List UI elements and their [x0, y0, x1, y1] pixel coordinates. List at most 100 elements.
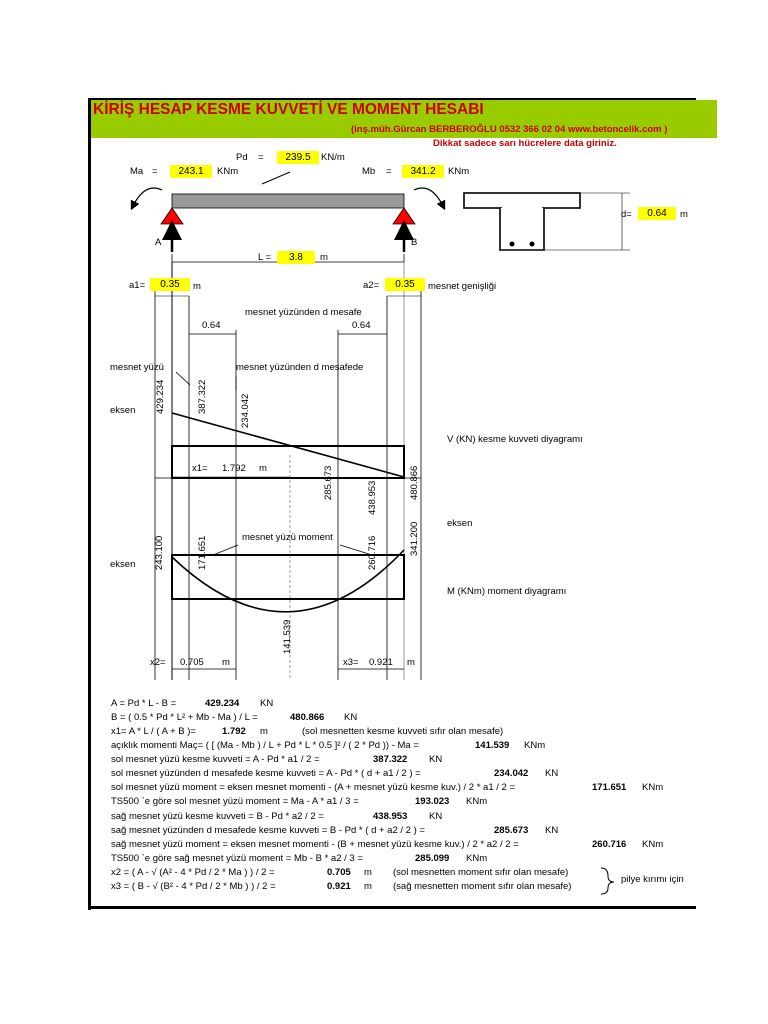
d-left-value: 0.64: [202, 320, 221, 331]
shear-face-left-value: 387.322: [197, 379, 208, 414]
a1-unit: m: [193, 281, 201, 292]
ma-label: Ma: [130, 166, 144, 177]
calc-value: 285.099: [415, 853, 450, 864]
calc-unit: KNm: [642, 839, 664, 850]
calc-value: 171.651: [592, 782, 627, 793]
support-face-label: mesnet yüzü: [110, 362, 164, 373]
calc-unit: m: [260, 726, 268, 737]
calc-unit: m: [364, 881, 372, 892]
author-line: (inş.müh.Gürcan BERBEROĞLU 0532 366 02 0…: [351, 124, 668, 135]
x1-value: 1.792: [222, 463, 246, 474]
l-input[interactable]: 3.8: [277, 251, 315, 264]
calc-unit: KN: [344, 712, 358, 723]
moment-axis-label-right: eksen: [447, 518, 473, 529]
calc-value: 193.023: [415, 796, 450, 807]
calc-formula: x2 = ( A - √ (A² - 4 * Pd / 2 * Ma ) ) /…: [111, 867, 275, 878]
calc-formula: sağ mesnet yüzü kesme kuvveti = B - Pd *…: [111, 811, 324, 822]
mb-input[interactable]: 341.2: [402, 165, 444, 178]
d-input[interactable]: 0.64: [638, 207, 676, 220]
x2-value: 0.705: [180, 657, 204, 668]
calc-unit: KN: [545, 768, 559, 779]
shear-b-value: 480.866: [409, 465, 420, 500]
calc-unit: KNm: [524, 740, 546, 751]
moment-span-value: 141.539: [282, 619, 293, 654]
at-d-label: mesnet yüzünden d mesafede: [236, 362, 364, 373]
shear-title: V (KN) kesme kuvveti diyagramı: [447, 434, 583, 445]
calc-unit: KN: [429, 754, 443, 765]
x1-label: x1=: [192, 463, 208, 474]
moment-face-right-value: 260.716: [367, 535, 378, 570]
calc-formula: A = Pd * L - B =: [111, 698, 177, 709]
ma-arc: [130, 187, 163, 211]
mb-unit: KNm: [448, 166, 470, 177]
calc-formula: TS500 `e göre sol mesnet yüzü moment = M…: [111, 796, 359, 807]
l-label: L =: [258, 252, 272, 263]
pd-unit: KN/m: [321, 152, 345, 163]
pilye-brace: [600, 867, 615, 895]
calc-unit: m: [364, 867, 372, 878]
calc-unit: KNm: [466, 853, 488, 864]
pd-equals: =: [258, 152, 264, 163]
calc-unit: KNm: [642, 782, 664, 793]
d-label: d=: [621, 209, 632, 220]
title-bar: [91, 100, 717, 138]
a2-unit: mesnet genişliği: [428, 281, 497, 292]
calc-unit: KN: [260, 698, 274, 709]
l-unit: m: [320, 252, 328, 263]
pilye-note: pilye kırımı için: [621, 874, 684, 885]
pd-input[interactable]: 239.5: [277, 151, 319, 164]
calc-formula: x1= A * L / ( A + B )=: [111, 726, 196, 737]
calc-comment: (sol mesnetten moment sıfır olan mesafe): [393, 867, 569, 878]
moment-face-left-value: 171.651: [197, 535, 208, 570]
calc-formula: sol mesnet yüzünden d mesafede kesme kuv…: [111, 768, 421, 779]
calc-value: 438.953: [373, 811, 408, 822]
moment-axis-label-left: eksen: [110, 559, 136, 570]
shear-face-right-value: 438.953: [367, 480, 378, 515]
x2-unit: m: [222, 657, 230, 668]
mb-equals: =: [386, 166, 392, 177]
x3-value: 0.921: [369, 657, 393, 668]
calc-value: 0.921: [327, 881, 351, 892]
calc-value: 1.792: [222, 726, 246, 737]
sheet-border-left: [88, 98, 91, 910]
ma-unit: KNm: [217, 166, 239, 177]
ma-equals: =: [152, 166, 158, 177]
moment-face-label: mesnet yüzü moment: [242, 532, 333, 543]
page-title: KİRİŞ HESAP KESME KUVVETİ VE MOMENT HESA…: [93, 101, 484, 118]
a1-input[interactable]: 0.35: [150, 278, 190, 291]
d-distance-label: mesnet yüzünden d mesafe: [245, 307, 362, 318]
x1-unit: m: [259, 463, 267, 474]
d-right-value: 0.64: [352, 320, 371, 331]
calc-value: 0.705: [327, 867, 351, 878]
shear-line: [171, 412, 405, 478]
support-b: [392, 207, 416, 225]
moment-curve: [171, 549, 405, 613]
a2-input[interactable]: 0.35: [385, 278, 425, 291]
calc-unit: KNm: [466, 796, 488, 807]
d-unit: m: [680, 209, 688, 220]
a2-label: a2=: [363, 280, 380, 291]
shear-axis-label: eksen: [110, 405, 136, 416]
calc-formula: açıklık momenti Maç= ( [ (Ma - Mb ) / L …: [111, 740, 419, 751]
calc-formula: TS500 `e göre sağ mesnet yüzü moment = M…: [111, 853, 363, 864]
input-note: Dikkat sadece sarı hücrelere data girini…: [433, 138, 617, 149]
pd-label: Pd: [236, 152, 248, 163]
calc-value: 480.866: [290, 712, 325, 723]
shear-a-value: 429.234: [155, 379, 166, 414]
calc-unit: KN: [545, 825, 559, 836]
a1-label: a1=: [129, 280, 146, 291]
support-b-label: B: [411, 237, 418, 248]
x3-unit: m: [407, 657, 415, 668]
support-a-label: A: [155, 237, 162, 248]
calc-unit: KN: [429, 811, 443, 822]
ma-input[interactable]: 243.1: [170, 165, 212, 178]
moment-a-value: 243.100: [154, 535, 165, 570]
calc-value: 260.716: [592, 839, 627, 850]
calc-comment: (sol mesnetten kesme kuvveti sıfır olan …: [302, 726, 504, 737]
moment-title: M (KNm) moment diyagramı: [447, 586, 567, 597]
sheet-border-top: [88, 98, 696, 100]
calc-formula: sağ mesnet yüzü moment = eksen mesnet mo…: [111, 839, 519, 850]
mb-label: Mb: [362, 166, 376, 177]
moment-axis-box: [171, 554, 405, 600]
